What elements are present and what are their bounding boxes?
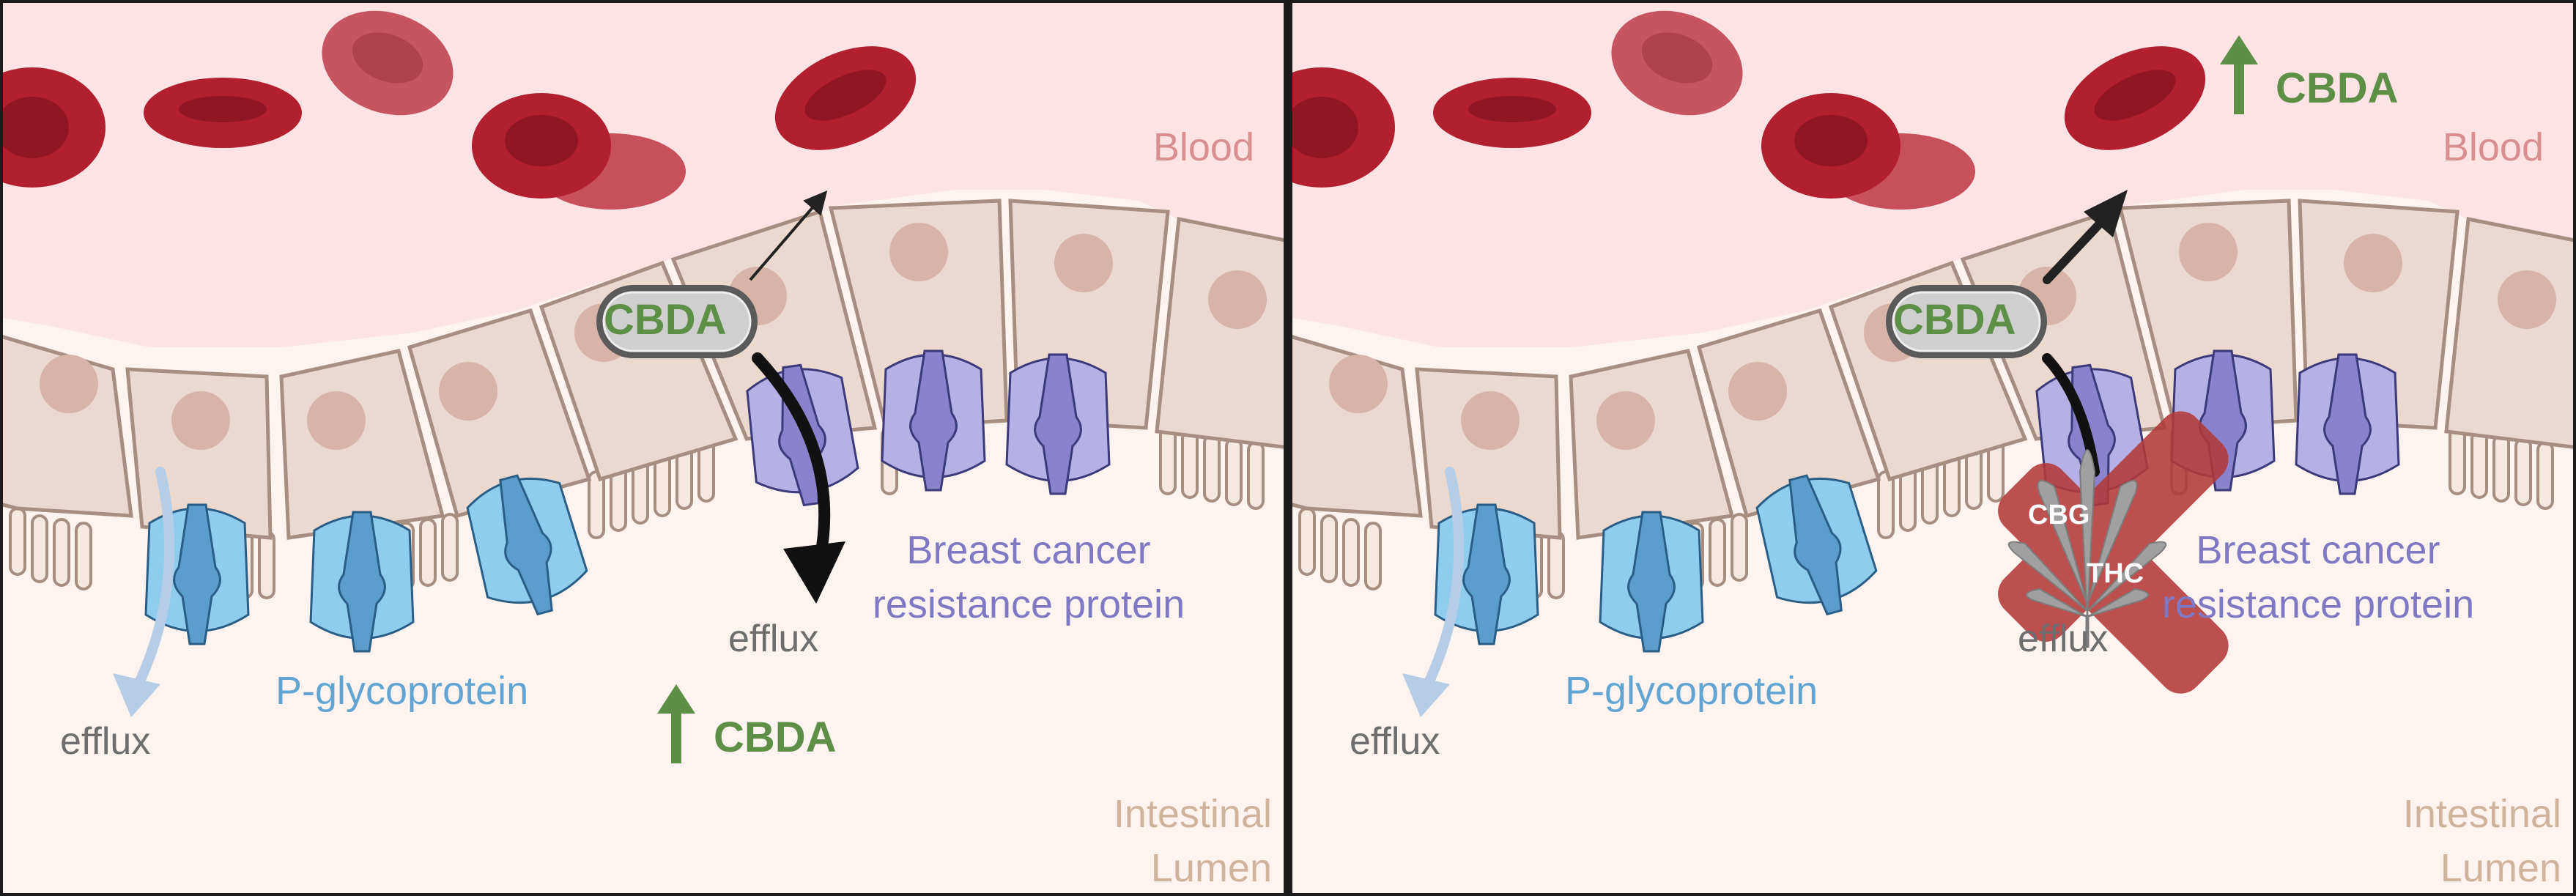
bcrp-transporters (746, 349, 1111, 507)
p-glycoprotein-transporter (309, 511, 415, 653)
cbda-pill-label: CBDA (1893, 296, 2016, 344)
blocked-efflux-arrow (2042, 353, 2100, 477)
panel-baseline: Blood Intestinal Lumen P-glycoprotein Br… (0, 0, 1287, 896)
epithelial-cell (2444, 217, 2573, 449)
bcrp-efflux-arrow (752, 352, 845, 604)
panel-inhibited: Blood Intestinal Lumen P-glycoprotein Br… (1289, 0, 2576, 896)
epithelial-cell (407, 308, 592, 519)
bcrp-transporter (881, 349, 986, 492)
intestinal-lumen-label: Intestinal Lumen (2402, 792, 2561, 890)
p-glycoprotein-label: P-glycoprotein (275, 669, 529, 713)
cbda-up-arrow (657, 684, 695, 763)
p-glycoprotein-transporter (1755, 474, 1878, 616)
bcrp-transporter (1005, 353, 1111, 495)
blood-label: Blood (2442, 125, 2544, 169)
bcrp-label: Breast cancer resistance protein (2161, 528, 2475, 626)
epithelial-cell (1292, 335, 1423, 518)
red-blood-cells (3, 10, 917, 210)
intestinal-lumen-label: Intestinal Lumen (1113, 792, 1272, 890)
pgp-efflux-arrow (1402, 467, 1465, 717)
thc-label: THC (2087, 558, 2144, 589)
epithelial-cell (1155, 217, 1284, 449)
bcrp-efflux-label: efflux (728, 618, 819, 660)
bcrp-label: Breast cancer resistance protein (872, 528, 1185, 626)
pgp-efflux-label: efflux (1350, 720, 1440, 763)
p-glycoprotein-transporter (1599, 511, 1704, 653)
cbda-increase-label: CBDA (714, 714, 837, 761)
absorption-arrow (2043, 190, 2128, 284)
cbda-up-arrow (2220, 35, 2258, 114)
pgp-transporters (1434, 474, 1878, 653)
bcrp-transporter (2295, 353, 2400, 495)
cbda-increase-label: CBDA (2276, 64, 2399, 112)
p-glycoprotein-label: P-glycoprotein (1565, 669, 1818, 713)
pgp-efflux-arrow (113, 467, 175, 717)
blood-label: Blood (1152, 125, 1254, 169)
pgp-efflux-label: efflux (60, 720, 151, 763)
pgp-transporters (144, 474, 588, 653)
p-glycoprotein-transporter (466, 474, 588, 616)
cbg-label: CBG (2028, 500, 2090, 530)
epithelial-cell (3, 335, 133, 518)
red-blood-cells (1292, 10, 2206, 210)
cannabis-leaf-icon (2007, 449, 2167, 648)
bcrp-efflux-label: efflux (2018, 618, 2109, 660)
cbda-pill-label: CBDA (604, 296, 727, 344)
absorption-arrow (749, 190, 828, 281)
diagram-inhibited (1292, 3, 2573, 893)
diagram-baseline (3, 3, 1284, 893)
epithelial-cell (1696, 308, 1881, 519)
